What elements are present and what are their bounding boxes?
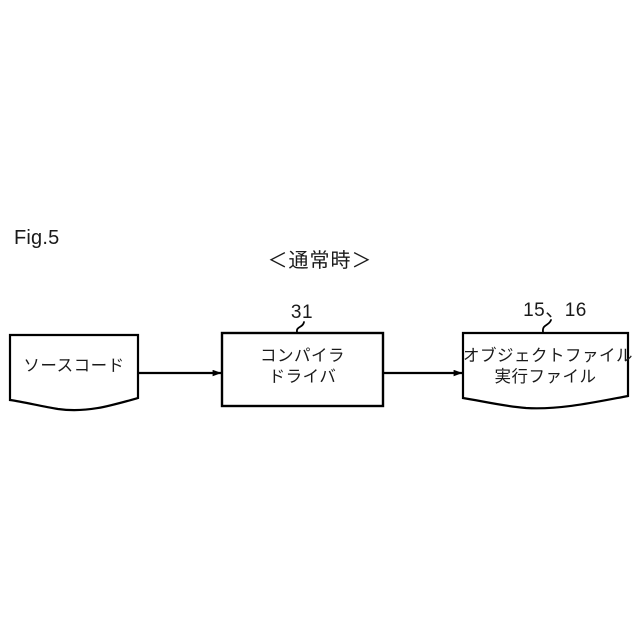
reference-numeral-output-file: 15、16 xyxy=(523,300,587,321)
leader-line-31 xyxy=(296,321,305,333)
node-label-compiler-driver: コンパイラ ドライバ xyxy=(222,346,383,387)
node-label-output-file: オブジェクトファイル 実行ファイル xyxy=(463,346,633,387)
node-output-file xyxy=(461,319,630,410)
node-source-code xyxy=(8,333,140,412)
reference-numeral-compiler-driver: 31 xyxy=(290,302,314,323)
node-label-line: オブジェクトファイル xyxy=(463,347,633,365)
node-label-line: 実行ファイル xyxy=(494,367,597,386)
node-label-line: ドライバ xyxy=(268,367,337,386)
source-code-shape xyxy=(8,333,140,412)
node-compiler-driver xyxy=(220,321,385,408)
compiler-driver-shape xyxy=(220,331,385,408)
figure-label: Fig.5 xyxy=(14,227,60,249)
node-label-source-code: ソースコード xyxy=(10,356,138,377)
node-label-line: コンパイラ xyxy=(260,347,345,365)
diagram-title: ＜通常時＞ xyxy=(267,250,373,272)
node-label-line: ソースコード xyxy=(23,357,125,375)
output-file-shape xyxy=(461,331,630,410)
leader-line-15-16 xyxy=(542,319,552,333)
